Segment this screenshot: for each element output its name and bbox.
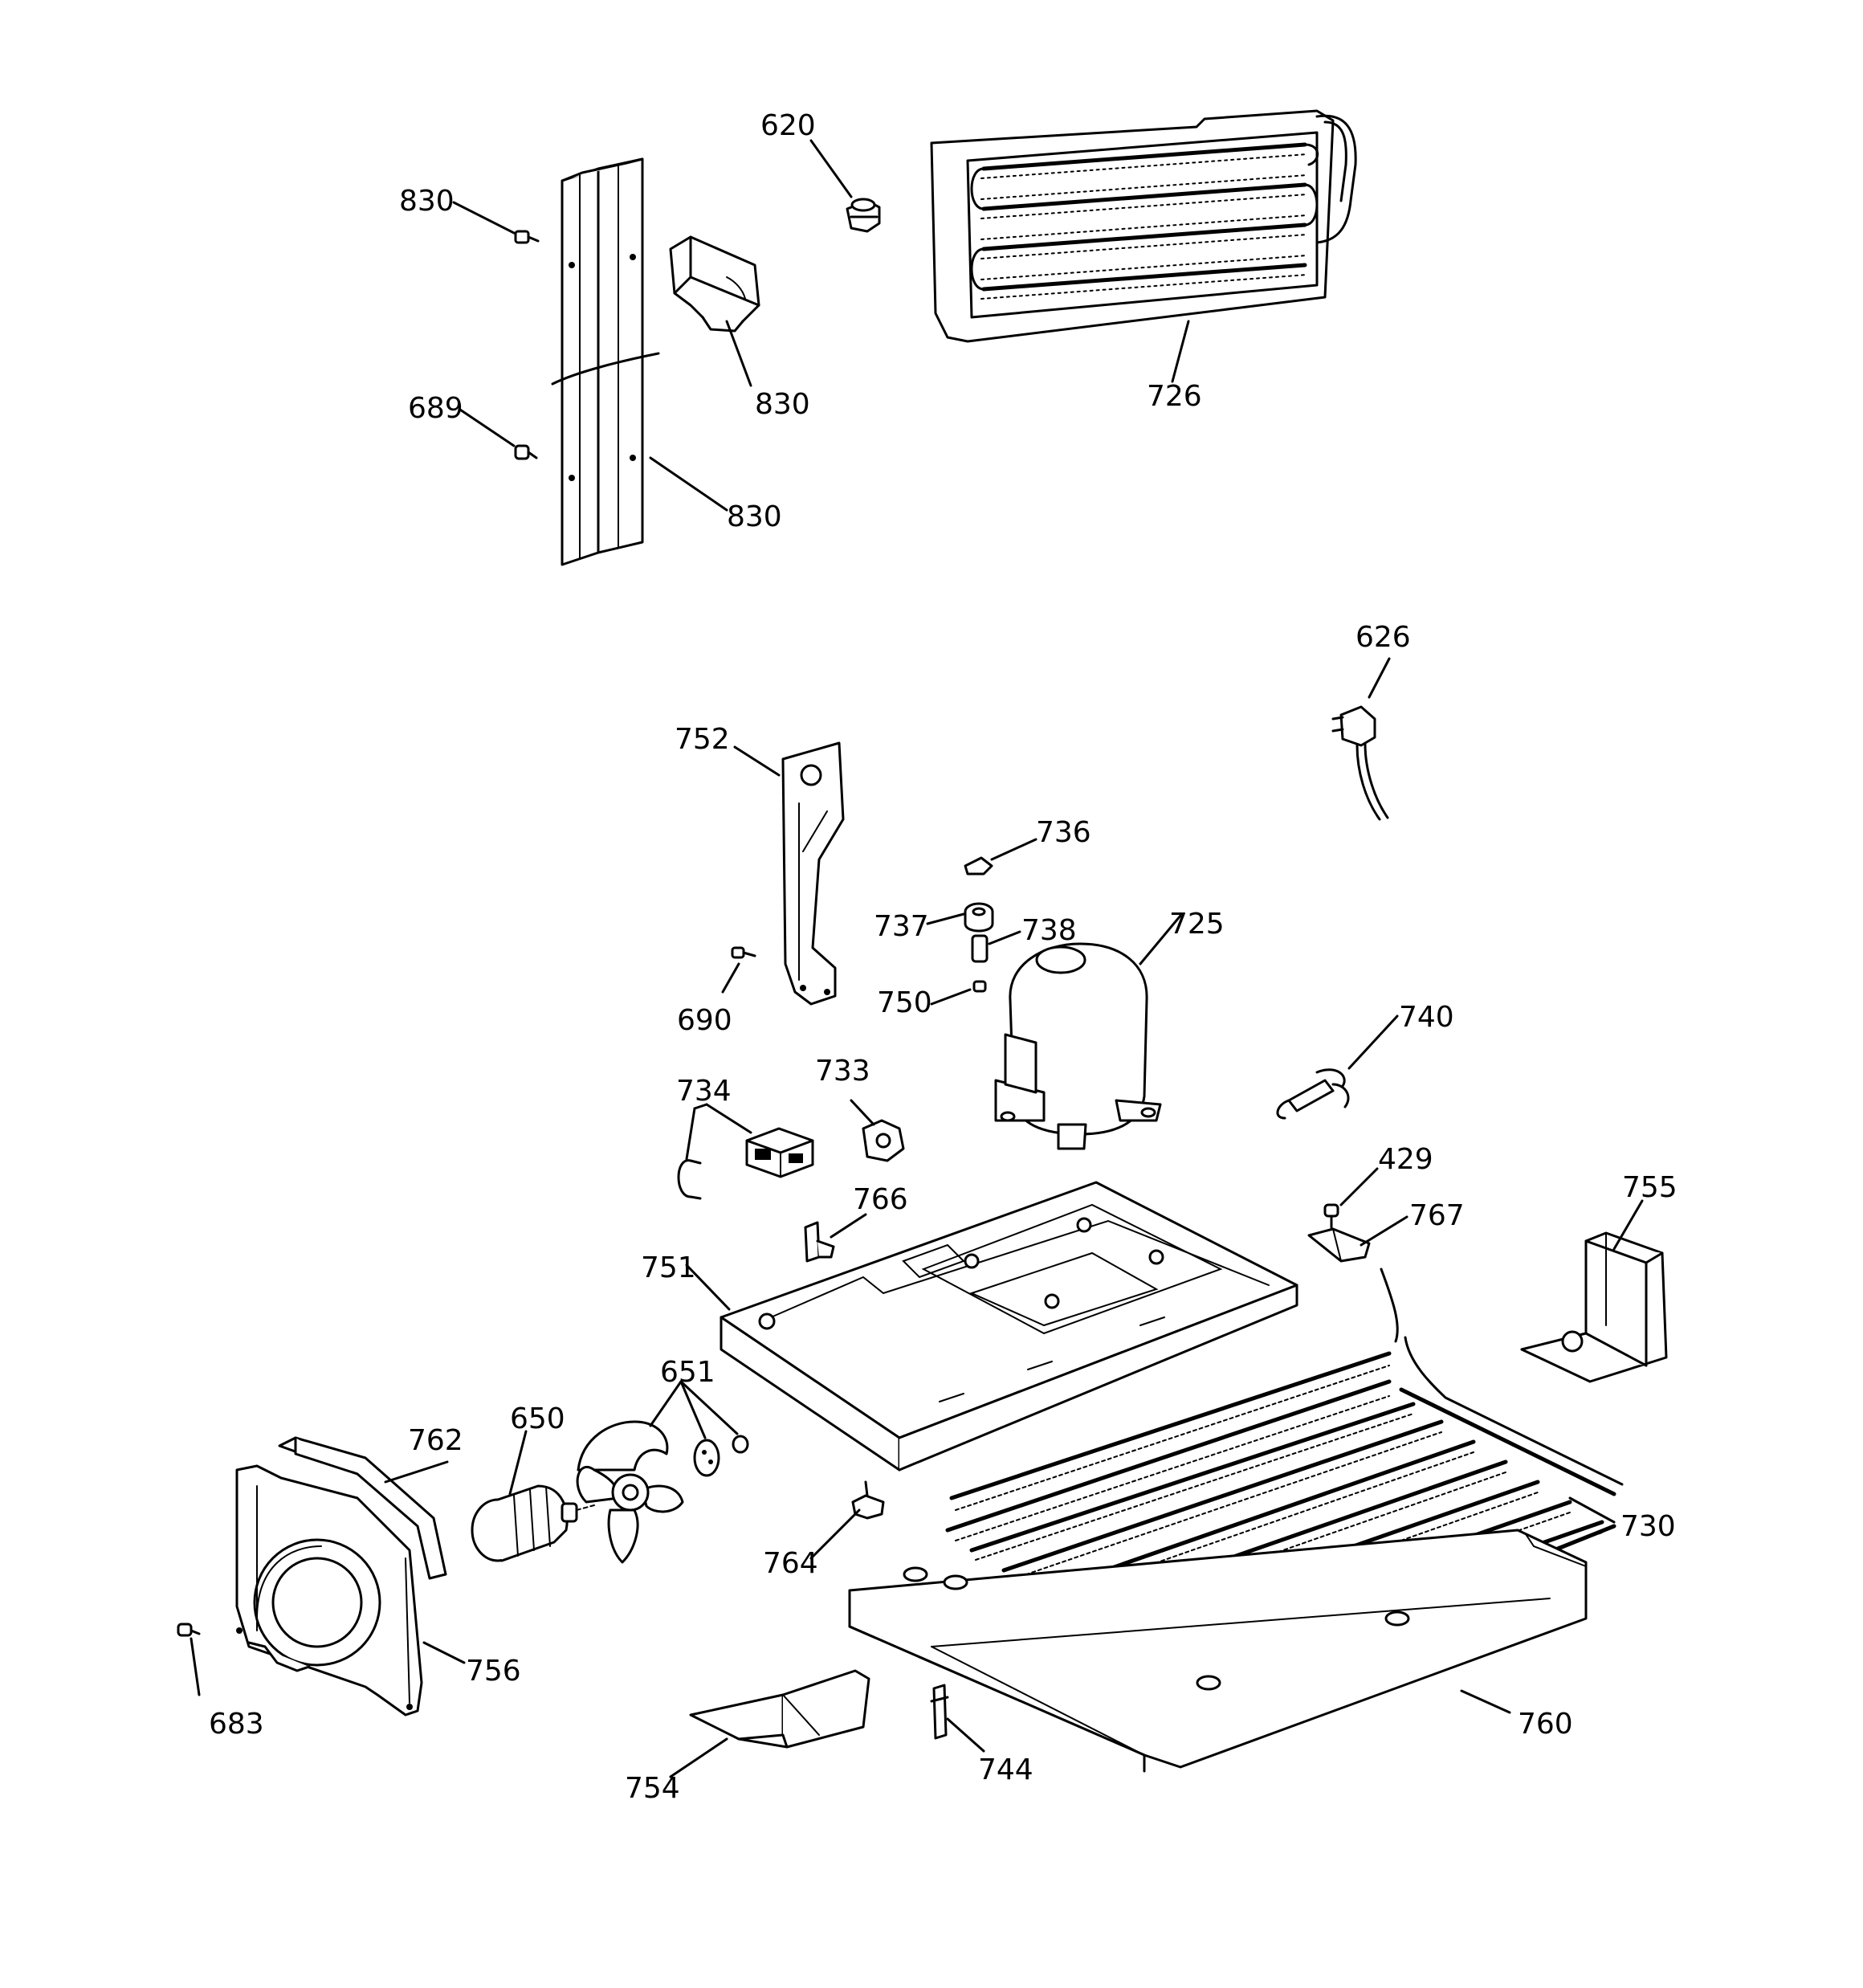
part-689-screw [514, 444, 538, 460]
callout-734: 734 [676, 1075, 732, 1108]
part-740-harness [1276, 1068, 1350, 1120]
part-750-screw [972, 980, 987, 993]
part-752-compressor-bracket [781, 741, 845, 1006]
callout-736: 736 [1036, 816, 1091, 849]
callout-830-cover: 830 [755, 388, 810, 421]
callout-labels: 830 689 620 830 830 726 626 752 736 737 … [209, 109, 1678, 1805]
evaporator-fins [970, 142, 1319, 300]
callout-733: 733 [815, 1055, 870, 1088]
part-651-fan-blade [576, 1420, 684, 1564]
callout-830-screw: 830 [399, 185, 455, 218]
part-760-base-pan [848, 1529, 1588, 1773]
callout-690: 690 [677, 1004, 732, 1037]
callout-760: 760 [1518, 1708, 1573, 1741]
part-626-power-cord [1331, 705, 1389, 821]
part-762-insulation-strip [278, 1436, 447, 1580]
callout-750: 750 [877, 986, 932, 1019]
callout-740: 740 [1399, 1001, 1454, 1034]
part-651-nut [732, 1435, 749, 1454]
part-734-relay [745, 1127, 814, 1178]
part-429-screw [1323, 1203, 1339, 1229]
part-766-clip [804, 1221, 835, 1263]
callout-725: 725 [1169, 908, 1225, 941]
part-734-clip [677, 1159, 702, 1200]
part-738-sleeve [971, 934, 989, 963]
part-756-fan-shroud [235, 1464, 423, 1717]
callout-689: 689 [408, 392, 463, 425]
callout-620: 620 [760, 109, 816, 142]
part-744-clip [930, 1684, 949, 1740]
callout-626: 626 [1355, 621, 1411, 654]
callout-756: 756 [466, 1655, 521, 1688]
callout-744: 744 [978, 1753, 1033, 1786]
part-650-fan-motor [471, 1484, 595, 1562]
part-830-terminal-cover [669, 235, 760, 333]
callout-754: 754 [625, 1772, 680, 1805]
callout-830-bracket: 830 [727, 500, 782, 533]
part-620-defrost-thermostat [846, 198, 881, 233]
callout-730: 730 [1620, 1510, 1676, 1543]
callout-755: 755 [1622, 1171, 1678, 1204]
part-725-compressor [994, 942, 1162, 1150]
callout-737: 737 [874, 910, 929, 943]
part-733-overload [862, 1119, 905, 1162]
part-767-bracket [1307, 1227, 1371, 1263]
callout-650: 650 [510, 1402, 565, 1435]
part-683-screw [177, 1623, 201, 1637]
callout-429: 429 [1378, 1143, 1433, 1176]
part-690-screw [731, 946, 756, 959]
part-755-insulation [1520, 1231, 1668, 1383]
callout-683: 683 [209, 1708, 264, 1741]
callout-766: 766 [853, 1183, 908, 1216]
leader-lines [190, 139, 1644, 1778]
part-736-clip [964, 856, 993, 876]
part-726-evaporator [930, 109, 1357, 343]
callout-752: 752 [675, 723, 730, 756]
part-751-base-tray [720, 1181, 1298, 1472]
part-651-hub [693, 1439, 720, 1477]
part-754-bracket [689, 1669, 870, 1749]
callout-762: 762 [408, 1424, 463, 1457]
callout-751: 751 [641, 1251, 696, 1284]
callout-726: 726 [1147, 380, 1202, 413]
callout-767: 767 [1409, 1199, 1465, 1232]
part-830-screw [514, 230, 540, 244]
part-737-grommet [964, 902, 994, 933]
callout-764: 764 [763, 1547, 818, 1580]
callout-738: 738 [1021, 914, 1077, 947]
callout-651: 651 [660, 1356, 715, 1389]
part-830-channel-bracket [551, 157, 660, 566]
